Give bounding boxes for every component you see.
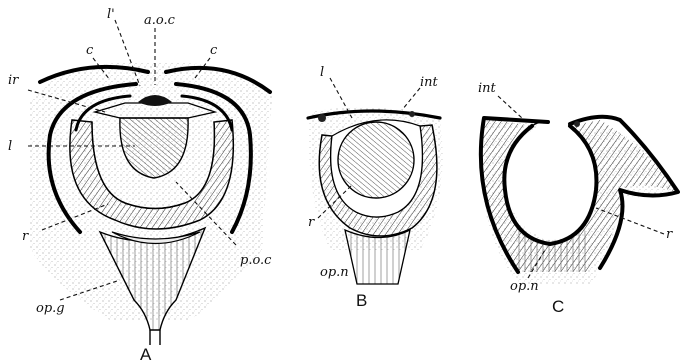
label-aoc-a: a.o.c xyxy=(144,13,176,28)
label-r-a: r xyxy=(22,229,29,244)
label-c-left-a: c xyxy=(86,43,94,58)
label-r-b: r xyxy=(308,215,315,230)
caption-c: C xyxy=(552,297,564,316)
label-r-c: r xyxy=(666,227,673,242)
label-int-b: int xyxy=(420,75,439,90)
label-l-prime-a: l' xyxy=(107,7,115,22)
label-opg-a: op.g xyxy=(36,301,65,316)
label-opn-c: op.n xyxy=(510,279,539,294)
epithelial-spot-c xyxy=(574,121,580,127)
caption-b: B xyxy=(356,291,367,310)
label-opn-b: op.n xyxy=(320,265,349,280)
label-l-a: l xyxy=(8,139,12,154)
caption-a: A xyxy=(140,345,152,364)
cup-inner-c xyxy=(504,126,596,244)
epithelial-spot-right-b xyxy=(409,111,415,117)
figure-b: l int r op.n B xyxy=(308,65,443,310)
label-int-c: int xyxy=(478,81,497,96)
label-c-right-a: c xyxy=(210,43,218,58)
figure-a: l' a.o.c c c ir l r p.o.c op.g A xyxy=(8,7,272,364)
label-l-b: l xyxy=(320,65,324,80)
lens-b xyxy=(338,122,414,198)
optic-stalk-tip-a xyxy=(150,330,160,345)
optic-stalk-b xyxy=(345,230,410,284)
label-ir-a: ir xyxy=(8,73,19,88)
figure-c: int r op.n C xyxy=(478,81,678,316)
epithelial-spot-left-b xyxy=(318,114,326,122)
label-poc-a: p.o.c xyxy=(240,253,272,268)
